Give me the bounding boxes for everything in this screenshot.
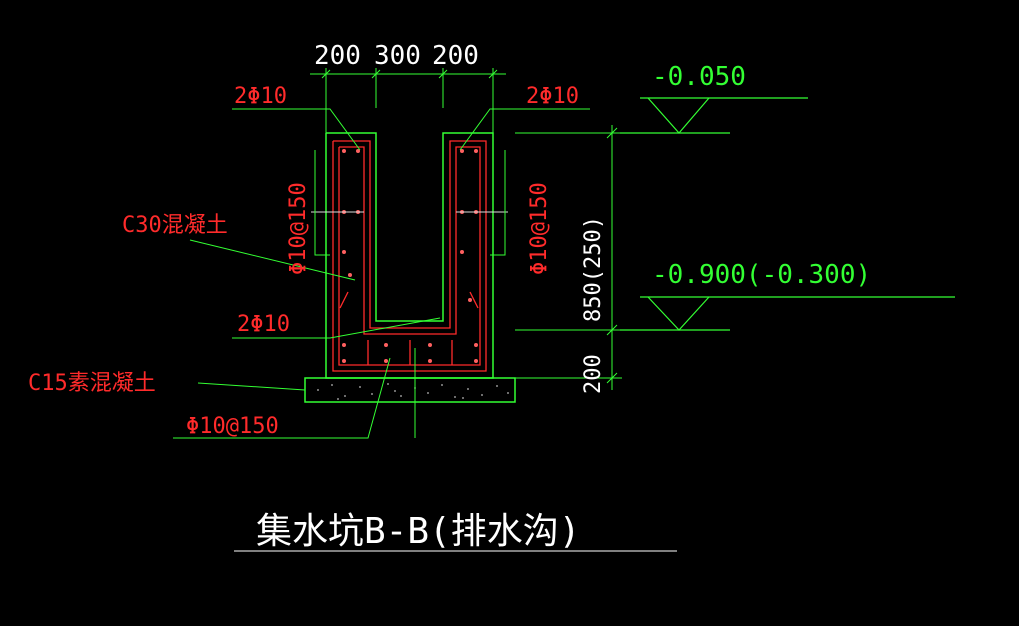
dim-top-left: 200 bbox=[314, 41, 361, 71]
elevation-marks bbox=[620, 97, 955, 331]
inner-rebar bbox=[338, 146, 481, 366]
outer-rebar bbox=[332, 140, 487, 372]
dim-vertical-lower: 200 bbox=[581, 354, 606, 394]
label-cushion: C15素混凝土 bbox=[28, 371, 156, 396]
elevation-top: -0.050 bbox=[652, 62, 746, 92]
label-inner-rebar: 2Φ10 bbox=[237, 312, 290, 337]
top-dimension bbox=[310, 68, 506, 140]
leader-lines bbox=[173, 108, 590, 439]
cushion-outline bbox=[304, 377, 516, 403]
label-concrete: C30混凝土 bbox=[122, 213, 228, 238]
label-top-right-rebar: 2Φ10 bbox=[526, 84, 579, 109]
dim-vertical-upper: 850(250) bbox=[581, 216, 606, 322]
label-bottom-rebar: Φ10@150 bbox=[186, 414, 279, 439]
rebar-dots bbox=[342, 149, 478, 363]
right-dimension bbox=[515, 125, 622, 390]
label-left-wall-rebar: Φ10@150 bbox=[286, 182, 311, 275]
cushion-hatch bbox=[317, 383, 509, 400]
dim-top-mid: 300 bbox=[374, 41, 421, 71]
label-right-wall-rebar: Φ10@150 bbox=[527, 182, 552, 275]
dim-top-right: 200 bbox=[432, 41, 479, 71]
label-top-left-rebar: 2Φ10 bbox=[234, 84, 287, 109]
rebar-cage bbox=[332, 140, 487, 372]
elevation-bottom: -0.900(-0.300) bbox=[652, 260, 871, 290]
drawing-title: 集水坑B-B(排水沟) bbox=[256, 511, 580, 552]
